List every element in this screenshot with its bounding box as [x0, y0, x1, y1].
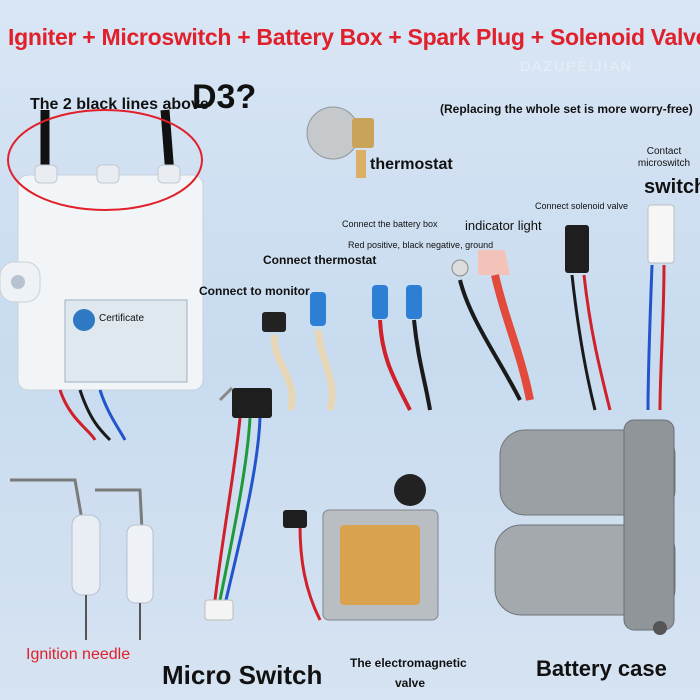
thermostat-part — [306, 106, 374, 178]
battery-box-label: Connect the battery box — [342, 219, 438, 229]
replace-note: (Replacing the whole set is more worry-f… — [440, 102, 693, 116]
brand-watermark: DAZUPEIJIAN — [520, 58, 634, 74]
contact-microswitch-label: Contact microswitch — [637, 146, 691, 169]
igniter-box — [0, 109, 204, 442]
battery-polarity-label: Red positive, black negative, ground — [348, 240, 494, 250]
ignition-needle-label: Ignition needle — [26, 646, 131, 663]
wire-connectors — [262, 204, 675, 412]
product-title: Igniter + Microswitch + Battery Box + Sp… — [8, 24, 700, 50]
ignition-needles — [10, 478, 154, 640]
indicator-light-label: indicator light — [465, 218, 542, 233]
monitor-connect-label: Connect to monitor — [199, 284, 310, 298]
thermostat-connect-label: Connect thermostat — [263, 253, 377, 267]
thermostat-label: thermostat — [370, 156, 453, 173]
solenoid-connect-label: Connect solenoid valve — [535, 201, 629, 211]
solenoid-valve-part — [283, 474, 439, 621]
certificate-label: Certificate — [99, 313, 145, 324]
black-lines-label: The 2 black lines above — [30, 96, 209, 113]
micro-switch-label: Micro Switch — [162, 660, 323, 690]
micro-switch-part — [204, 386, 272, 621]
electromagnetic-valve-label-2: valve — [395, 676, 426, 690]
switch-label: switch — [644, 176, 700, 198]
highlight-ellipse — [7, 109, 203, 211]
electromagnetic-valve-label-1: The electromagnetic — [350, 656, 467, 670]
battery-case-part — [494, 419, 676, 635]
battery-case-label: Battery case — [536, 656, 667, 681]
model-code: D3? — [192, 78, 257, 116]
